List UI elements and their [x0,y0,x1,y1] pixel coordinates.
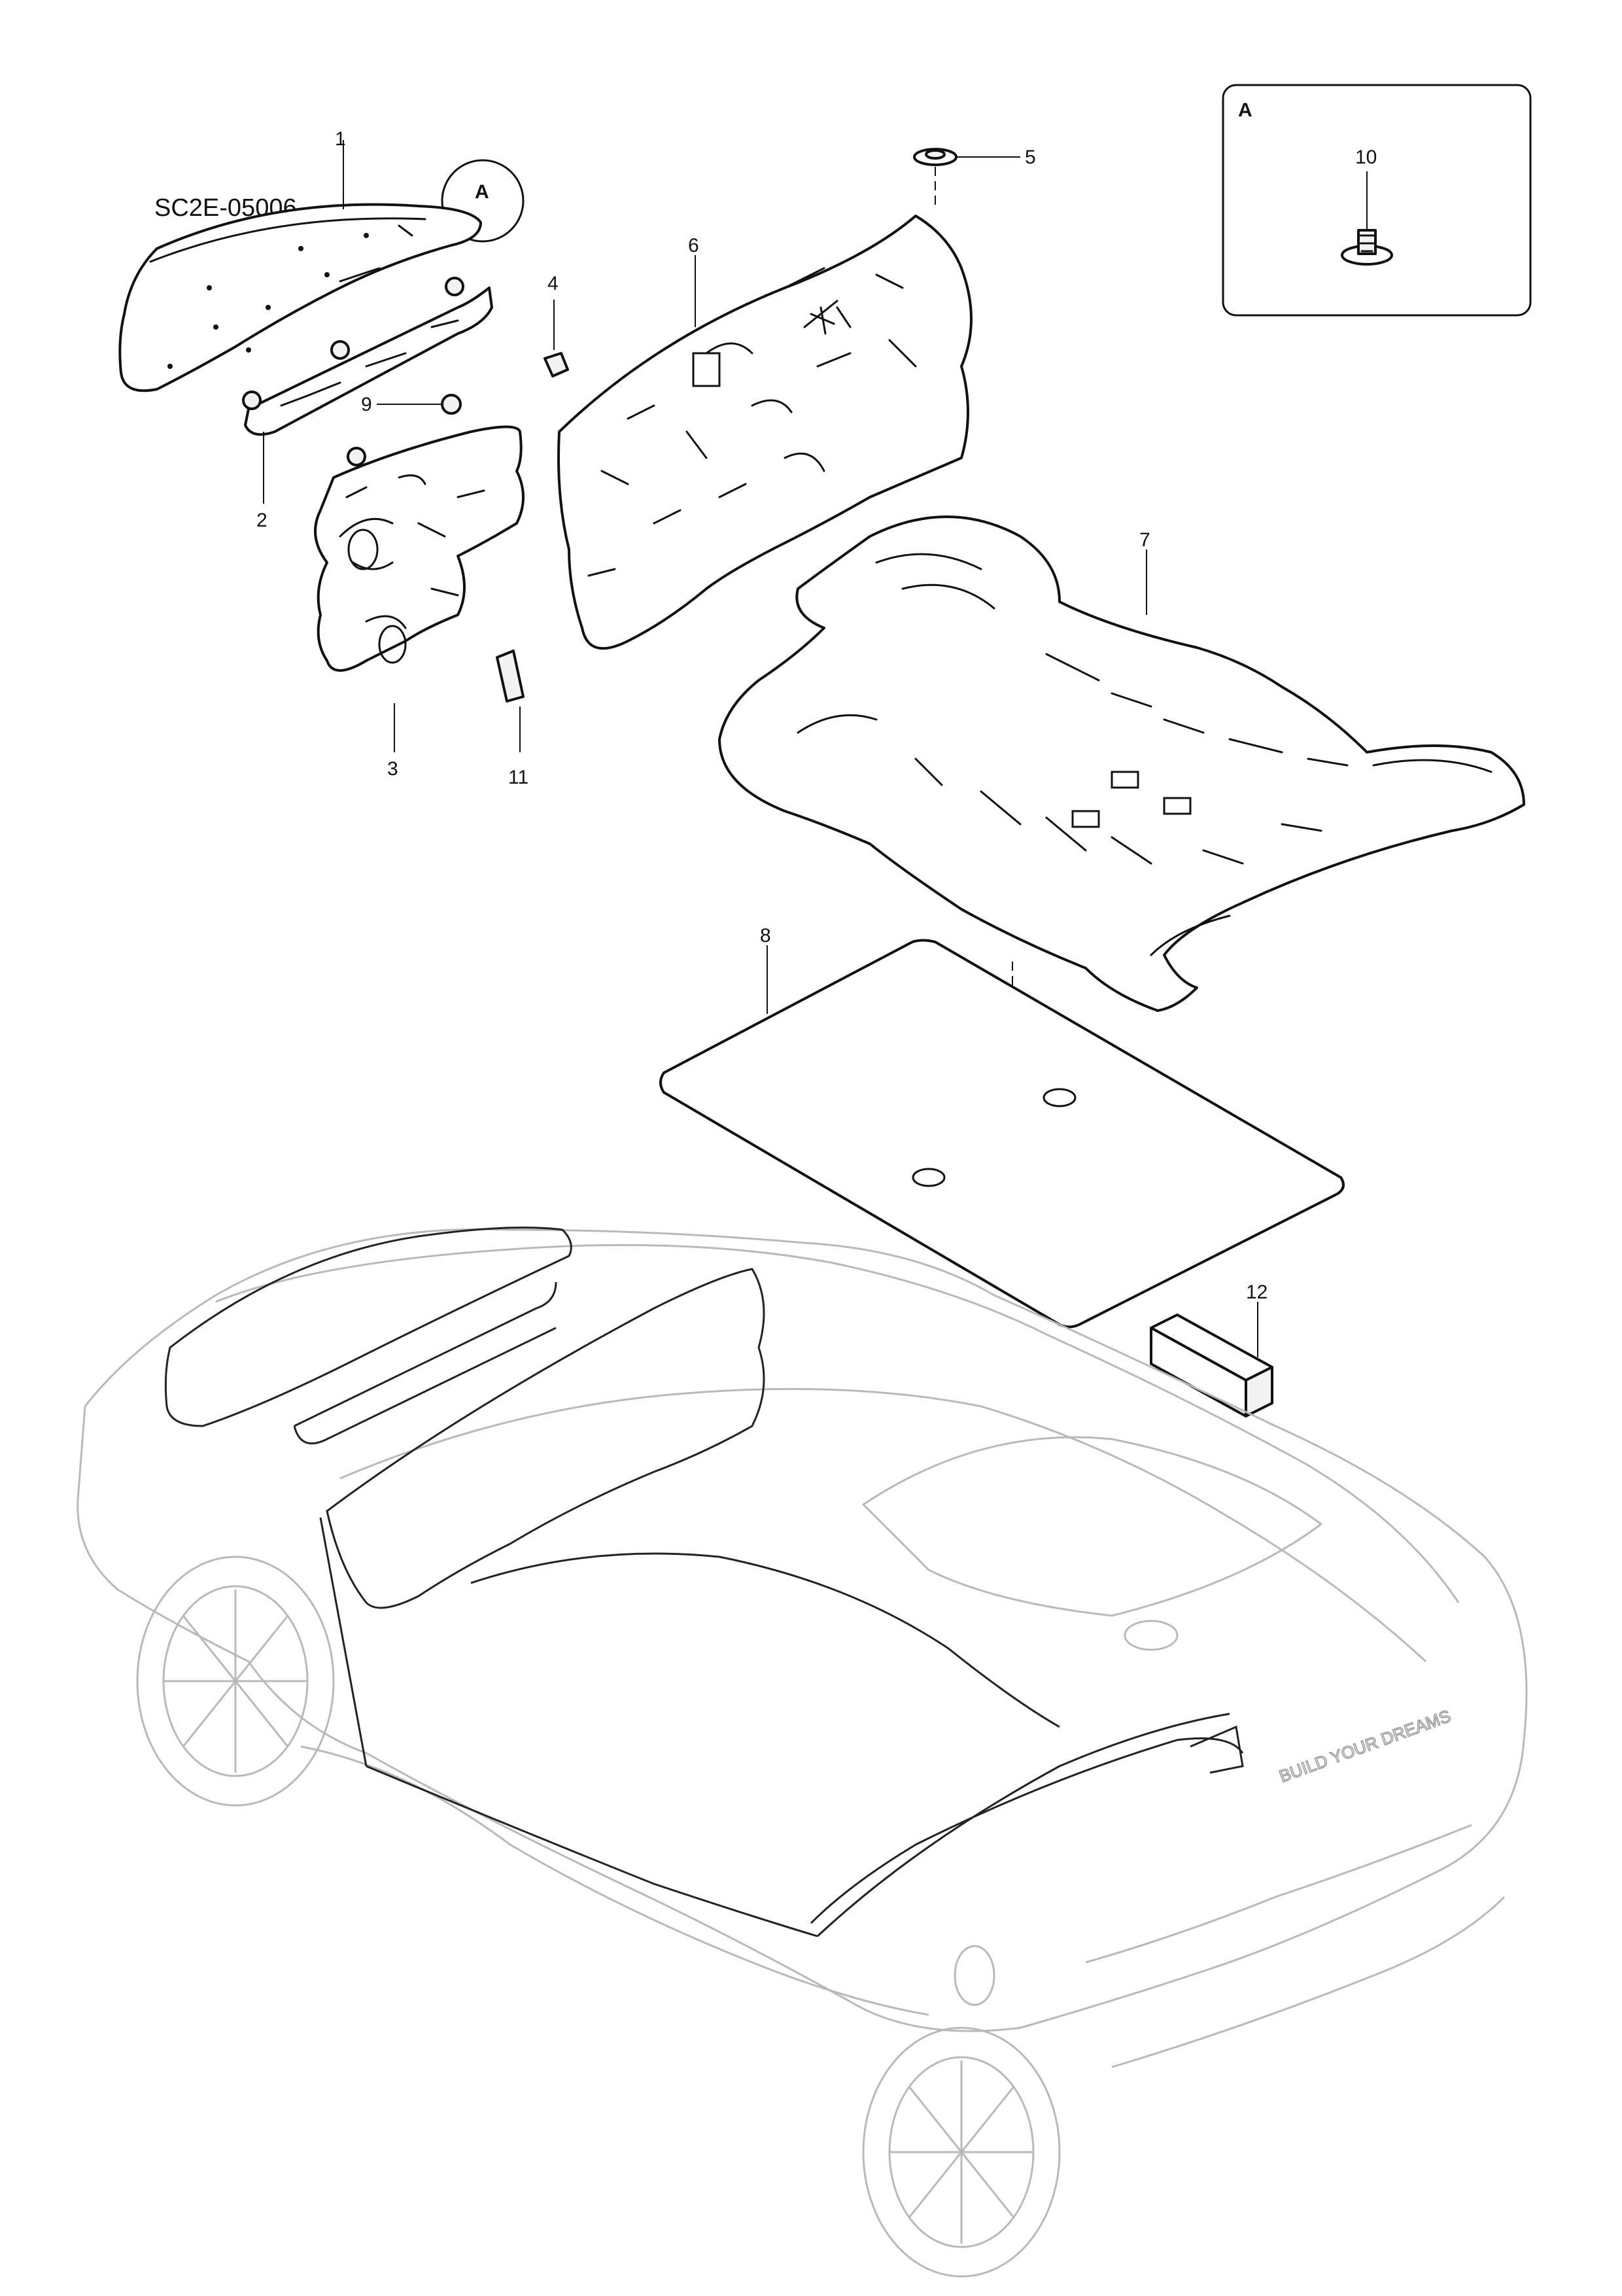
part-11-block: 11 [496,650,528,788]
installed-parts [164,1226,1244,1938]
part-label-10: 10 [1355,147,1377,168]
part-label-12: 12 [1246,1281,1268,1303]
part-label-6: 6 [688,235,699,256]
part-6-front-dash-insulator: 6 [557,215,973,650]
part-label-7: 7 [1139,529,1150,551]
part-label-1: 1 [335,128,346,150]
part-8-trunk-mat: 8 [659,925,1345,1329]
part-label-11: 11 [508,767,528,788]
part-7-floor-carpet: 7 [718,515,1525,1105]
detail-inset-a: A 10 [1222,84,1532,317]
part-label-9: 9 [361,394,372,415]
part-3-dash-insulator: 3 [314,425,525,780]
part-label-8: 8 [760,925,771,947]
callout-label: A [475,181,489,203]
part-5-grommet: 5 [913,147,1036,209]
tailgate-badge: BUILD YOUR DREAMS [1277,1706,1453,1786]
inset-label: A [1238,99,1252,121]
clip-icon [1341,229,1393,266]
part-4-pad: 4 [544,273,569,377]
part-9-clip: 9 [361,394,462,415]
part-label-4: 4 [547,273,559,294]
vehicle-outline: BUILD YOUR DREAMS [77,1228,1528,2278]
part-label-3: 3 [387,758,398,780]
part-2-insulator-strip: 2 [242,277,493,531]
part-label-5: 5 [1025,147,1036,168]
part-label-2: 2 [256,510,267,531]
part-12-foam-block: 12 [1150,1281,1273,1418]
part-1-hood-insulator: 1 [118,128,482,392]
